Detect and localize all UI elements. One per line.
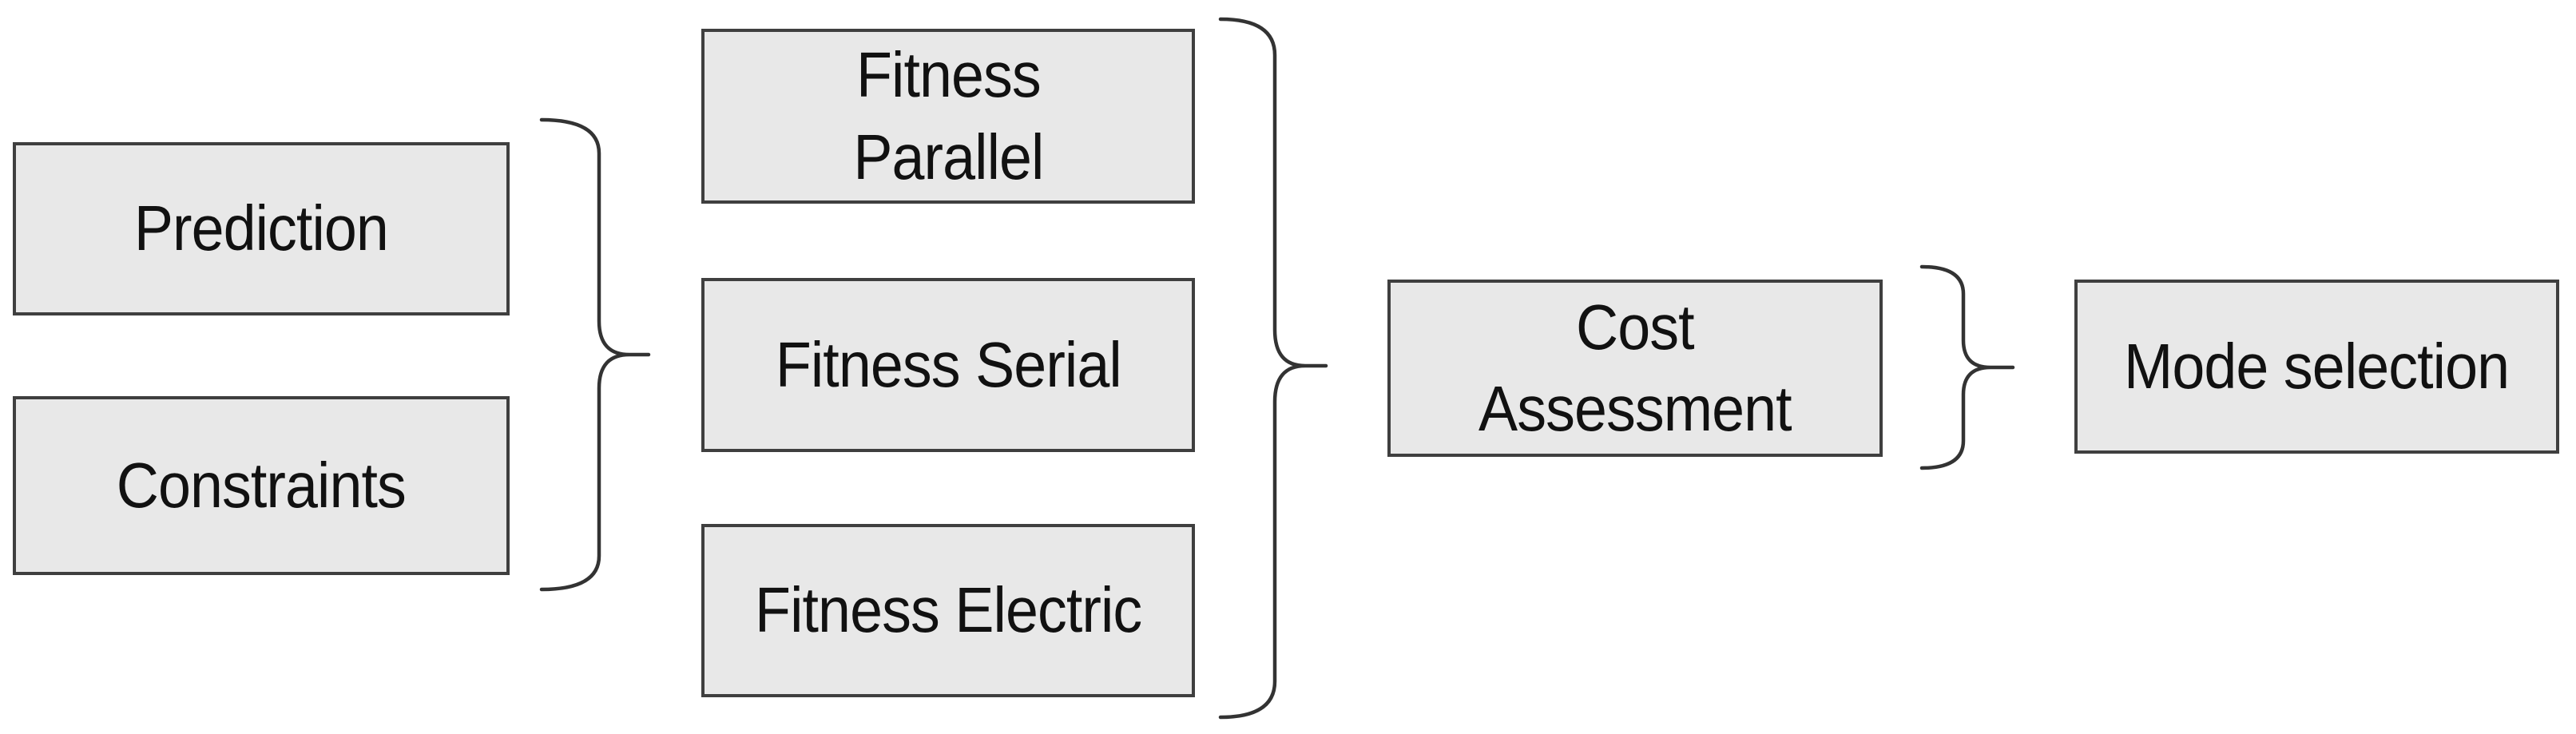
node-cost-assessment: Cost Assessment: [1387, 280, 1883, 457]
node-fitness-electric-label: Fitness Electric: [754, 574, 1142, 646]
node-prediction: Prediction: [13, 142, 510, 315]
node-mode-selection: Mode selection: [2074, 280, 2559, 454]
node-cost-assessment-label: Cost Assessment: [1479, 291, 1792, 444]
node-prediction-label: Prediction: [133, 192, 389, 264]
curly-brace-cost-icon: [1919, 264, 2015, 470]
node-fitness-electric: Fitness Electric: [701, 524, 1195, 697]
node-constraints-label: Constraints: [116, 449, 407, 521]
node-mode-selection-label: Mode selection: [2124, 330, 2510, 402]
node-fitness-serial-label: Fitness Serial: [775, 328, 1122, 400]
curly-brace-fitness-icon: [1218, 17, 1328, 720]
curly-brace-inputs-icon: [539, 117, 651, 592]
node-fitness-parallel: Fitness Parallel: [701, 29, 1195, 204]
node-fitness-parallel-label: Fitness Parallel: [852, 39, 1044, 192]
node-fitness-serial: Fitness Serial: [701, 278, 1195, 452]
node-constraints: Constraints: [13, 396, 510, 575]
